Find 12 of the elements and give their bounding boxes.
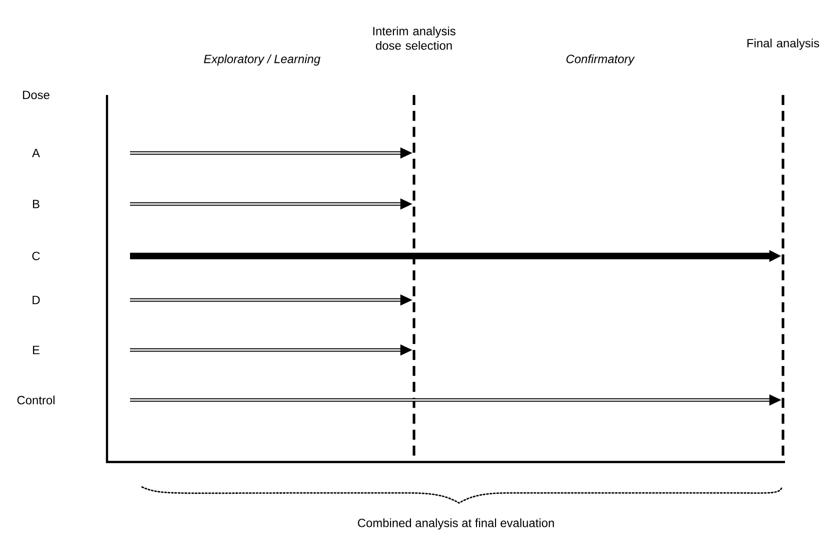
- phase-label: Confirmatory: [566, 54, 635, 66]
- bracket-label: Combined analysis at final evaluation: [358, 518, 554, 530]
- phase-label: Exploratory / Learning: [204, 54, 320, 66]
- dose-label: C: [32, 252, 40, 260]
- axis-label: Dose: [23, 90, 50, 100]
- milestone-line: Final analysis: [747, 38, 820, 462]
- dose-label: A: [32, 148, 40, 158]
- dose-label: B: [33, 200, 40, 208]
- dose-label: Control: [17, 396, 54, 404]
- dose-label: D: [32, 296, 40, 304]
- dose-label: E: [33, 346, 40, 354]
- milestone-line: Interim analysis dose selection: [373, 26, 456, 462]
